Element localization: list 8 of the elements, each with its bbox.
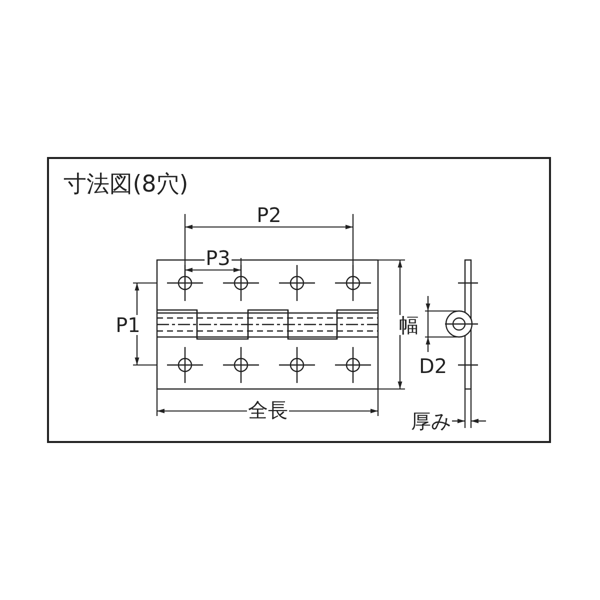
title: 寸法図(8穴) xyxy=(62,174,190,196)
dimension-label: 全長 xyxy=(247,400,289,420)
dimension-label: 厚み xyxy=(410,411,452,431)
dimension-label: P3 xyxy=(204,248,232,268)
dimension-label: 幅 xyxy=(398,315,420,335)
dimension-label: D2 xyxy=(418,356,448,376)
dimension-label: P1 xyxy=(114,315,142,335)
dimension-label: P2 xyxy=(256,205,282,225)
